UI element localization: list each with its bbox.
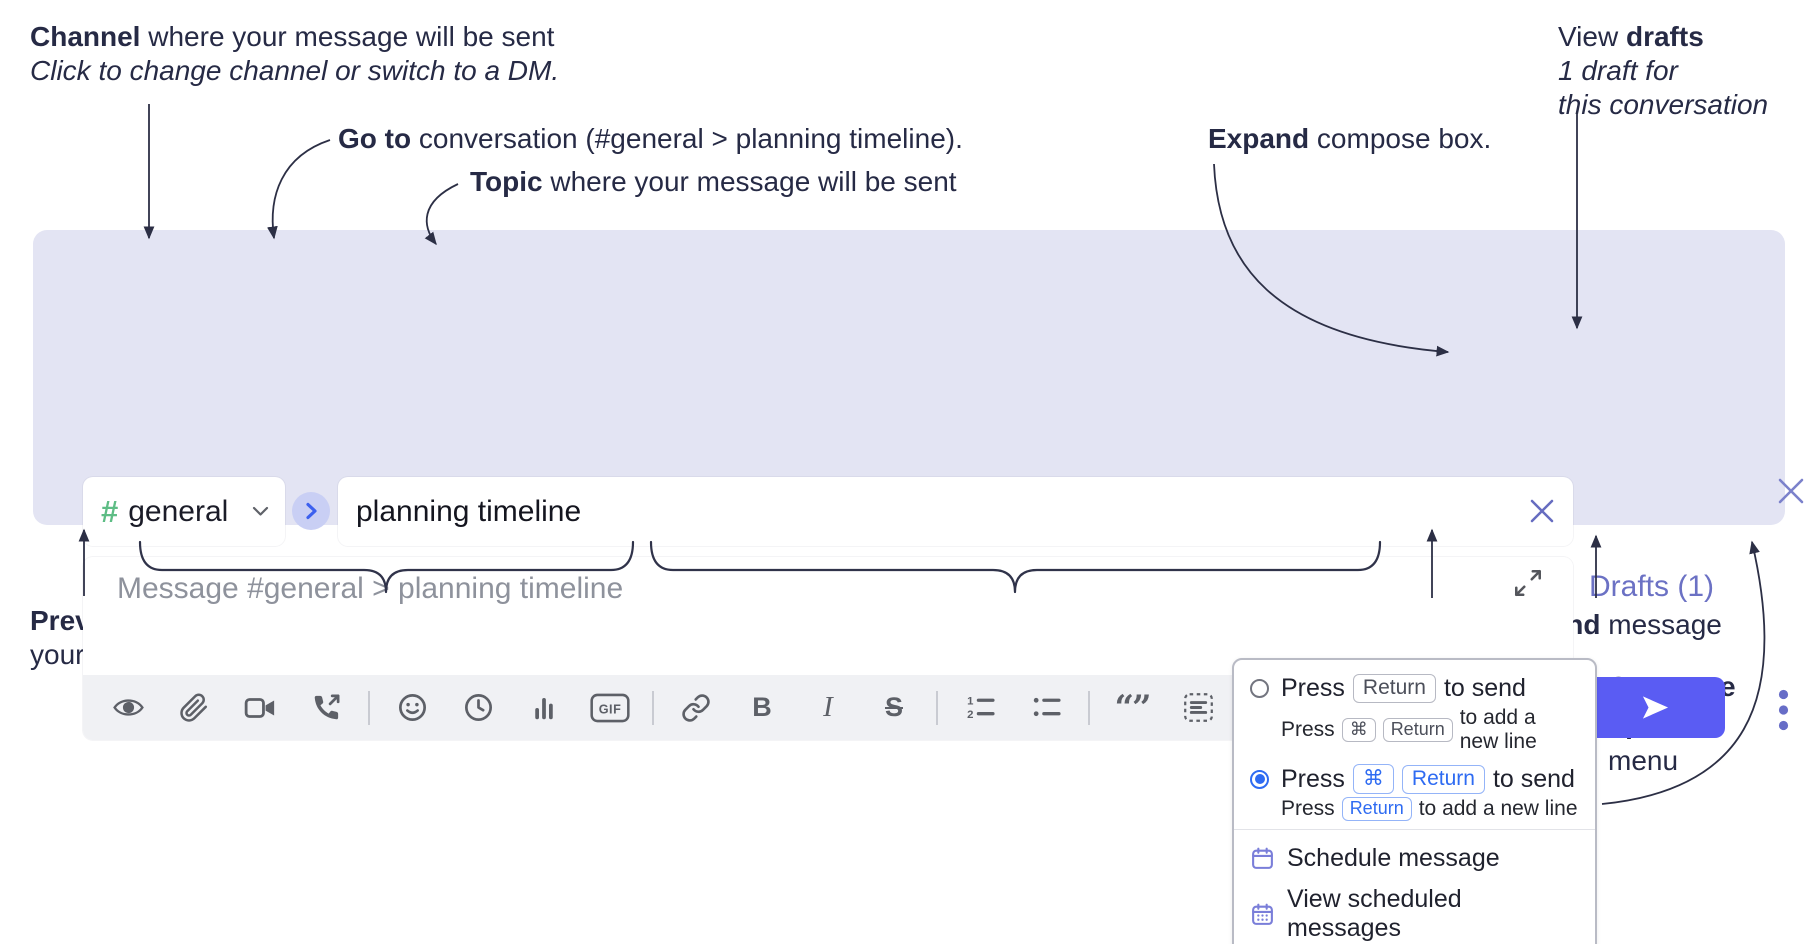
bar-chart-icon bbox=[535, 697, 553, 719]
drafts-link[interactable]: Drafts (1) bbox=[1589, 570, 1715, 603]
paperclip-icon bbox=[180, 693, 208, 722]
topic-field-wrap bbox=[338, 477, 1573, 546]
video-camera-icon bbox=[244, 697, 275, 718]
option-return-to-send[interactable]: Press Return to send bbox=[1234, 670, 1595, 703]
annotation-goto: Go to conversation (#general > planning … bbox=[338, 123, 963, 154]
bold-button[interactable]: B bbox=[739, 685, 785, 731]
radio-unselected[interactable] bbox=[1250, 679, 1269, 698]
return-keycap: Return bbox=[1401, 764, 1485, 794]
italic-button[interactable]: I bbox=[805, 685, 851, 731]
clock-icon bbox=[464, 694, 492, 721]
chevron-down-icon bbox=[252, 506, 269, 516]
bulleted-list-icon bbox=[1033, 697, 1061, 717]
toolbar-divider bbox=[936, 690, 938, 725]
annotation-expand: Expand compose box. bbox=[1208, 123, 1492, 154]
svg-text:1: 1 bbox=[967, 695, 973, 707]
option-return-sub: Press ⌘ Return to add a new line bbox=[1281, 706, 1537, 753]
poll-button[interactable] bbox=[521, 685, 567, 731]
italic-icon: I bbox=[823, 691, 833, 723]
go-to-conversation-button[interactable] bbox=[292, 492, 330, 530]
send-icon bbox=[1642, 696, 1668, 719]
option-cmd-return-sub: Press Return to add a new line bbox=[1281, 797, 1578, 821]
return-keycap: Return bbox=[1382, 718, 1453, 742]
cmd-keycap: ⌘ bbox=[1341, 718, 1376, 742]
expand-compose-button[interactable] bbox=[1511, 567, 1545, 601]
phone-forward-icon bbox=[314, 694, 339, 720]
smiley-icon bbox=[398, 694, 426, 721]
clear-topic-button[interactable] bbox=[1527, 497, 1557, 527]
toolbar-divider bbox=[368, 690, 370, 725]
toolbar-divider bbox=[1088, 690, 1090, 725]
ordered-list-icon: 1 2 bbox=[967, 695, 995, 721]
svg-text:GIF: GIF bbox=[599, 702, 622, 716]
attach-file-button[interactable] bbox=[171, 685, 217, 731]
radio-selected[interactable] bbox=[1250, 769, 1269, 789]
channel-hash-icon: # bbox=[101, 493, 119, 529]
emoji-button[interactable] bbox=[389, 685, 435, 731]
strikethrough-button[interactable]: S bbox=[871, 685, 917, 731]
send-button[interactable] bbox=[1585, 677, 1725, 738]
ordered-list-button[interactable]: 1 2 bbox=[957, 685, 1003, 731]
strikethrough-icon: S bbox=[884, 692, 903, 722]
cmd-keycap: ⌘ bbox=[1352, 764, 1394, 794]
svg-text:2: 2 bbox=[967, 709, 973, 721]
topic-input[interactable] bbox=[338, 477, 1573, 546]
expand-icon bbox=[1514, 569, 1542, 597]
channel-selector[interactable]: # general bbox=[83, 477, 285, 546]
bulleted-list-button[interactable] bbox=[1023, 685, 1069, 731]
chevron-right-icon bbox=[306, 502, 317, 520]
annotation-topic: Topic where your message will be sent bbox=[470, 166, 957, 197]
message-placeholder: Message #general > planning timeline bbox=[117, 572, 624, 605]
line-goto bbox=[267, 139, 331, 240]
compose-options-button[interactable] bbox=[1769, 686, 1797, 734]
option-cmd-return-to-send[interactable]: Press ⌘ Return to send bbox=[1234, 760, 1595, 794]
close-icon bbox=[1530, 499, 1554, 523]
link-icon bbox=[682, 693, 710, 722]
channel-name: general bbox=[128, 494, 229, 528]
audio-call-button[interactable] bbox=[303, 685, 349, 731]
blockquote-button[interactable]: “” bbox=[1109, 685, 1155, 731]
close-icon bbox=[1778, 478, 1804, 503]
close-compose-button[interactable] bbox=[1773, 474, 1809, 510]
preview-button[interactable] bbox=[105, 685, 151, 731]
calendar-icon bbox=[1252, 847, 1273, 869]
recent-button[interactable] bbox=[455, 685, 501, 731]
annotation-view-drafts: View drafts 1 draft for this conversatio… bbox=[1558, 21, 1769, 120]
popup-divider bbox=[1234, 829, 1595, 830]
compose-box: # general Messag bbox=[33, 230, 1804, 740]
gif-button[interactable]: GIF bbox=[587, 685, 633, 731]
toolbar-divider bbox=[652, 690, 654, 725]
gif-icon: GIF bbox=[590, 693, 630, 722]
link-button[interactable] bbox=[673, 685, 719, 731]
menu-item-schedule-message[interactable]: Schedule message bbox=[1234, 838, 1595, 879]
return-keycap: Return bbox=[1352, 674, 1436, 703]
code-block-button[interactable] bbox=[1175, 685, 1221, 731]
blockquote-icon: “” bbox=[1114, 687, 1151, 728]
bold-icon: B bbox=[752, 692, 772, 722]
compose-options-popup: Press Return to send Press ⌘ Return to a… bbox=[1232, 658, 1597, 944]
return-keycap: Return bbox=[1341, 797, 1412, 821]
eye-icon bbox=[112, 699, 144, 716]
menu-item-view-scheduled[interactable]: View scheduled messages bbox=[1234, 879, 1595, 944]
kebab-menu-icon bbox=[1778, 689, 1788, 731]
annotation-channel: Channel where your message will be sent … bbox=[30, 21, 560, 86]
calendar-dots-icon bbox=[1252, 903, 1273, 925]
video-clip-button[interactable] bbox=[237, 685, 283, 731]
code-block-icon bbox=[1183, 693, 1213, 722]
